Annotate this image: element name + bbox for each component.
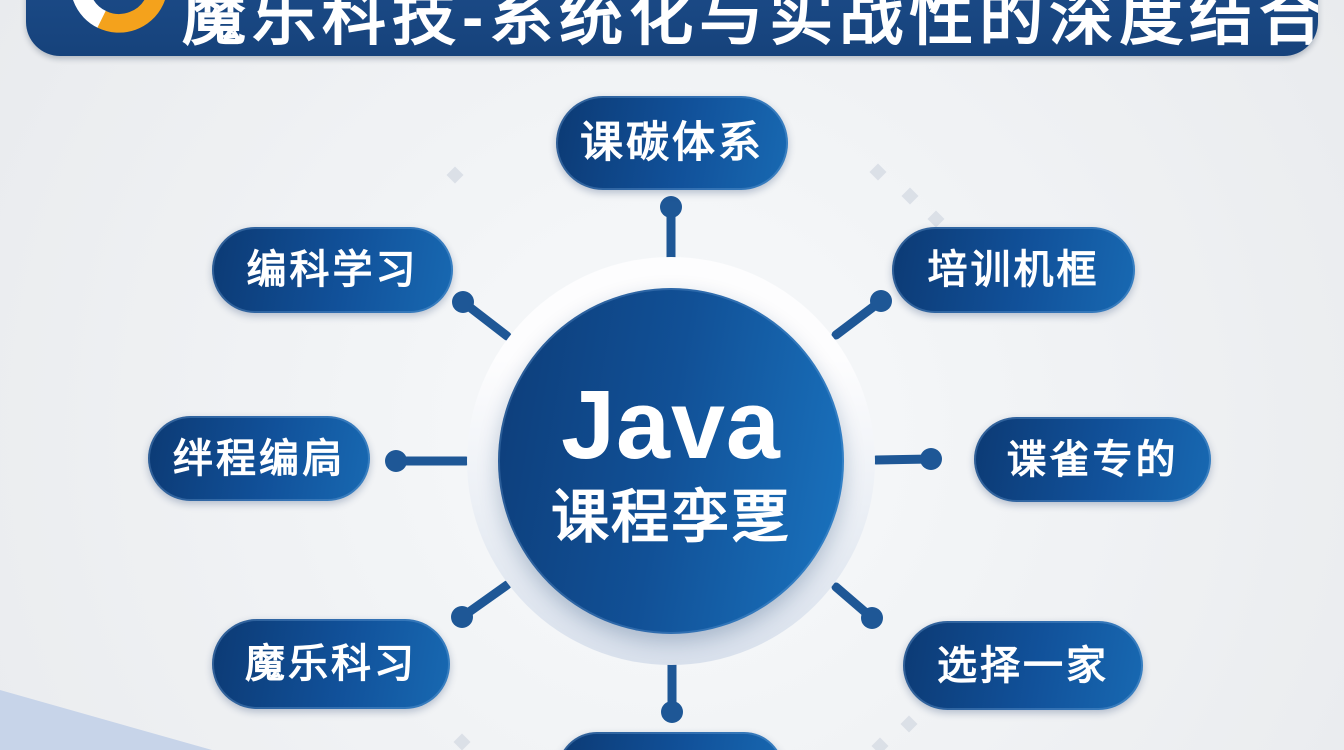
node-pill-right: 谍雀专的 (974, 417, 1211, 502)
node-pill-upper-right: 培训机框 (892, 227, 1135, 313)
connector-dot-left (385, 450, 407, 472)
node-label: 编科学习 (246, 248, 419, 292)
node-pill-lower-right: 选择一家 (903, 621, 1143, 710)
center-title: Java (561, 369, 781, 479)
node-label: 课碳体系 (580, 118, 764, 167)
header-bar: 魔乐科技-系统化与实战性的深度结合 (26, 0, 1318, 56)
poster-title: 魔乐科技-系统化与实战性的深度结合 (182, 0, 1318, 53)
node-pill-top: 课碳体系 (556, 96, 788, 190)
node-label: 选择一家 (937, 643, 1109, 688)
brand-logo-icon (70, 0, 168, 33)
node-label: 培训机框 (927, 248, 1100, 292)
connector-dot-upper-right (870, 290, 892, 312)
node-pill-lower-left: 魔乐科习 (212, 619, 450, 709)
connector-dot-lower-left (451, 606, 473, 628)
center-subtitle: 课程孪覂 (550, 484, 791, 550)
node-pill-bottom (557, 732, 784, 750)
center-topic-circle: Java 课程孪覂 (498, 288, 844, 634)
connector-dot-top (660, 196, 682, 218)
node-pill-upper-left: 编科学习 (212, 227, 453, 313)
connector-dot-upper-left (452, 291, 474, 313)
node-label: 魔乐科习 (245, 642, 417, 686)
node-pill-left: 绊程编扃 (148, 416, 370, 501)
node-label: 谍雀专的 (1006, 437, 1179, 482)
connector-dot-bottom (661, 701, 683, 723)
connector-dot-lower-right (861, 607, 883, 629)
node-label: 绊程编扃 (173, 436, 345, 481)
connector-dot-right (920, 448, 942, 470)
